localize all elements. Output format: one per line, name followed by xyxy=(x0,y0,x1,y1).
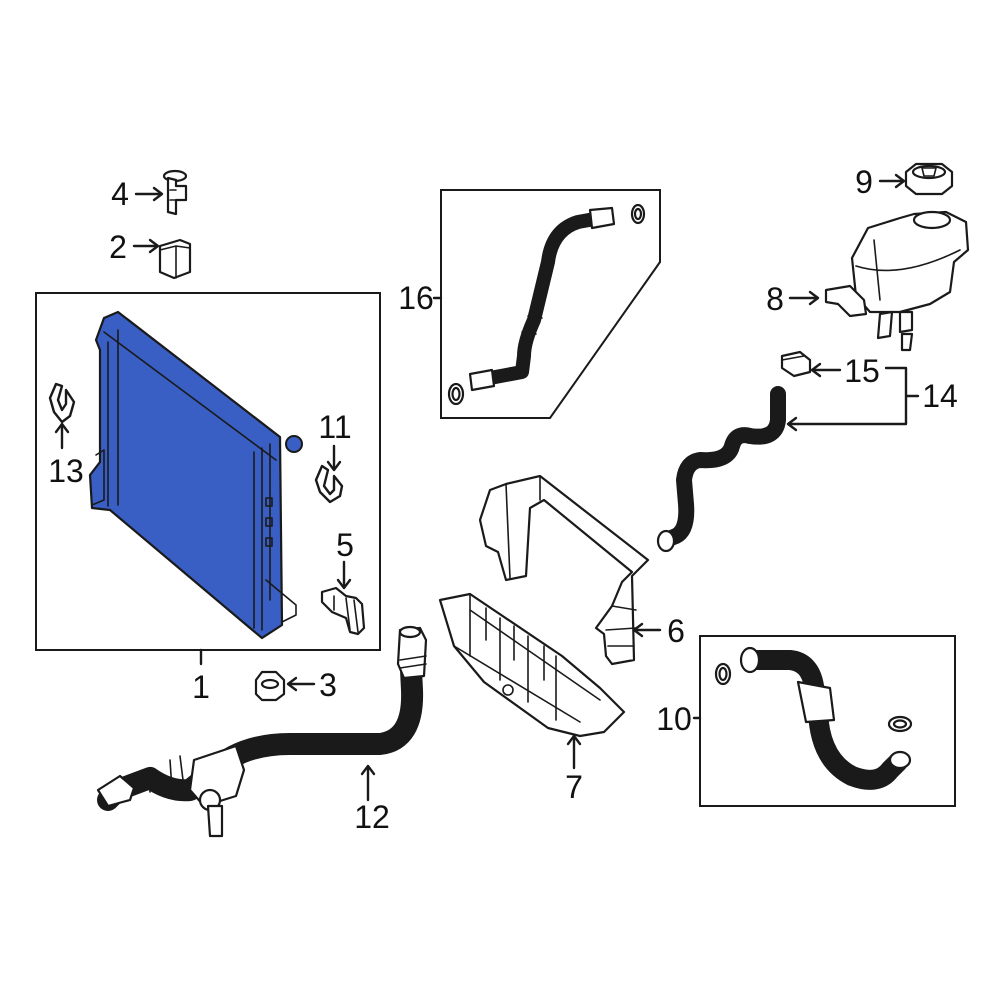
callout-labels: 4 2 13 11 5 3 1 12 16 9 8 15 14 6 7 10 xyxy=(48,164,958,835)
callout-8: 8 xyxy=(766,281,784,317)
callout-3: 3 xyxy=(319,667,337,703)
callout-15: 15 xyxy=(844,353,880,389)
callout-9: 9 xyxy=(855,164,873,200)
expansion-tank-8[interactable] xyxy=(824,210,970,352)
callout-4: 4 xyxy=(111,176,129,212)
tank-hose-14[interactable] xyxy=(656,386,786,553)
retainer-pin-4[interactable] xyxy=(162,169,188,216)
callout-14: 14 xyxy=(922,378,958,414)
clip-13[interactable] xyxy=(48,382,76,424)
mount-bushing-2[interactable] xyxy=(158,238,192,280)
callout-2: 2 xyxy=(109,229,127,265)
hose-10[interactable] xyxy=(714,646,913,790)
hose-clamp-15[interactable] xyxy=(780,350,812,378)
coolant-pipe-16[interactable] xyxy=(447,203,646,406)
radiator-brackets xyxy=(91,449,297,623)
radiator-tab-a xyxy=(265,497,273,507)
radiator-tank-left xyxy=(103,329,277,507)
radiator-tab-b xyxy=(265,517,273,527)
radiator-core[interactable] xyxy=(88,310,284,640)
radiator-group-frame xyxy=(35,292,381,651)
radiator-tank-right xyxy=(253,443,271,631)
callout-12: 12 xyxy=(354,799,390,835)
air-guide-7[interactable] xyxy=(438,592,626,738)
callout-16: 16 xyxy=(398,280,434,316)
leader-lines xyxy=(54,173,920,802)
callout-7: 7 xyxy=(565,769,583,805)
air-duct-6[interactable] xyxy=(478,474,650,666)
radiator-outlet-port xyxy=(285,435,303,453)
radiator-tab-c xyxy=(265,537,273,547)
drain-plug-5[interactable] xyxy=(320,586,366,636)
callout-1: 1 xyxy=(192,669,210,705)
plug-3[interactable] xyxy=(254,670,286,702)
clip-11[interactable] xyxy=(314,464,344,504)
callout-6: 6 xyxy=(667,613,685,649)
lower-hose-12[interactable] xyxy=(96,625,428,838)
callout-11: 11 xyxy=(318,409,351,445)
callout-13: 13 xyxy=(48,453,84,489)
pipe-16-frame xyxy=(440,189,661,419)
radiator[interactable] xyxy=(88,310,303,640)
callout-5: 5 xyxy=(336,527,354,563)
callout-10: 10 xyxy=(656,701,692,737)
reservoir-cap-9[interactable] xyxy=(904,162,954,196)
hose-10-frame xyxy=(699,635,956,807)
